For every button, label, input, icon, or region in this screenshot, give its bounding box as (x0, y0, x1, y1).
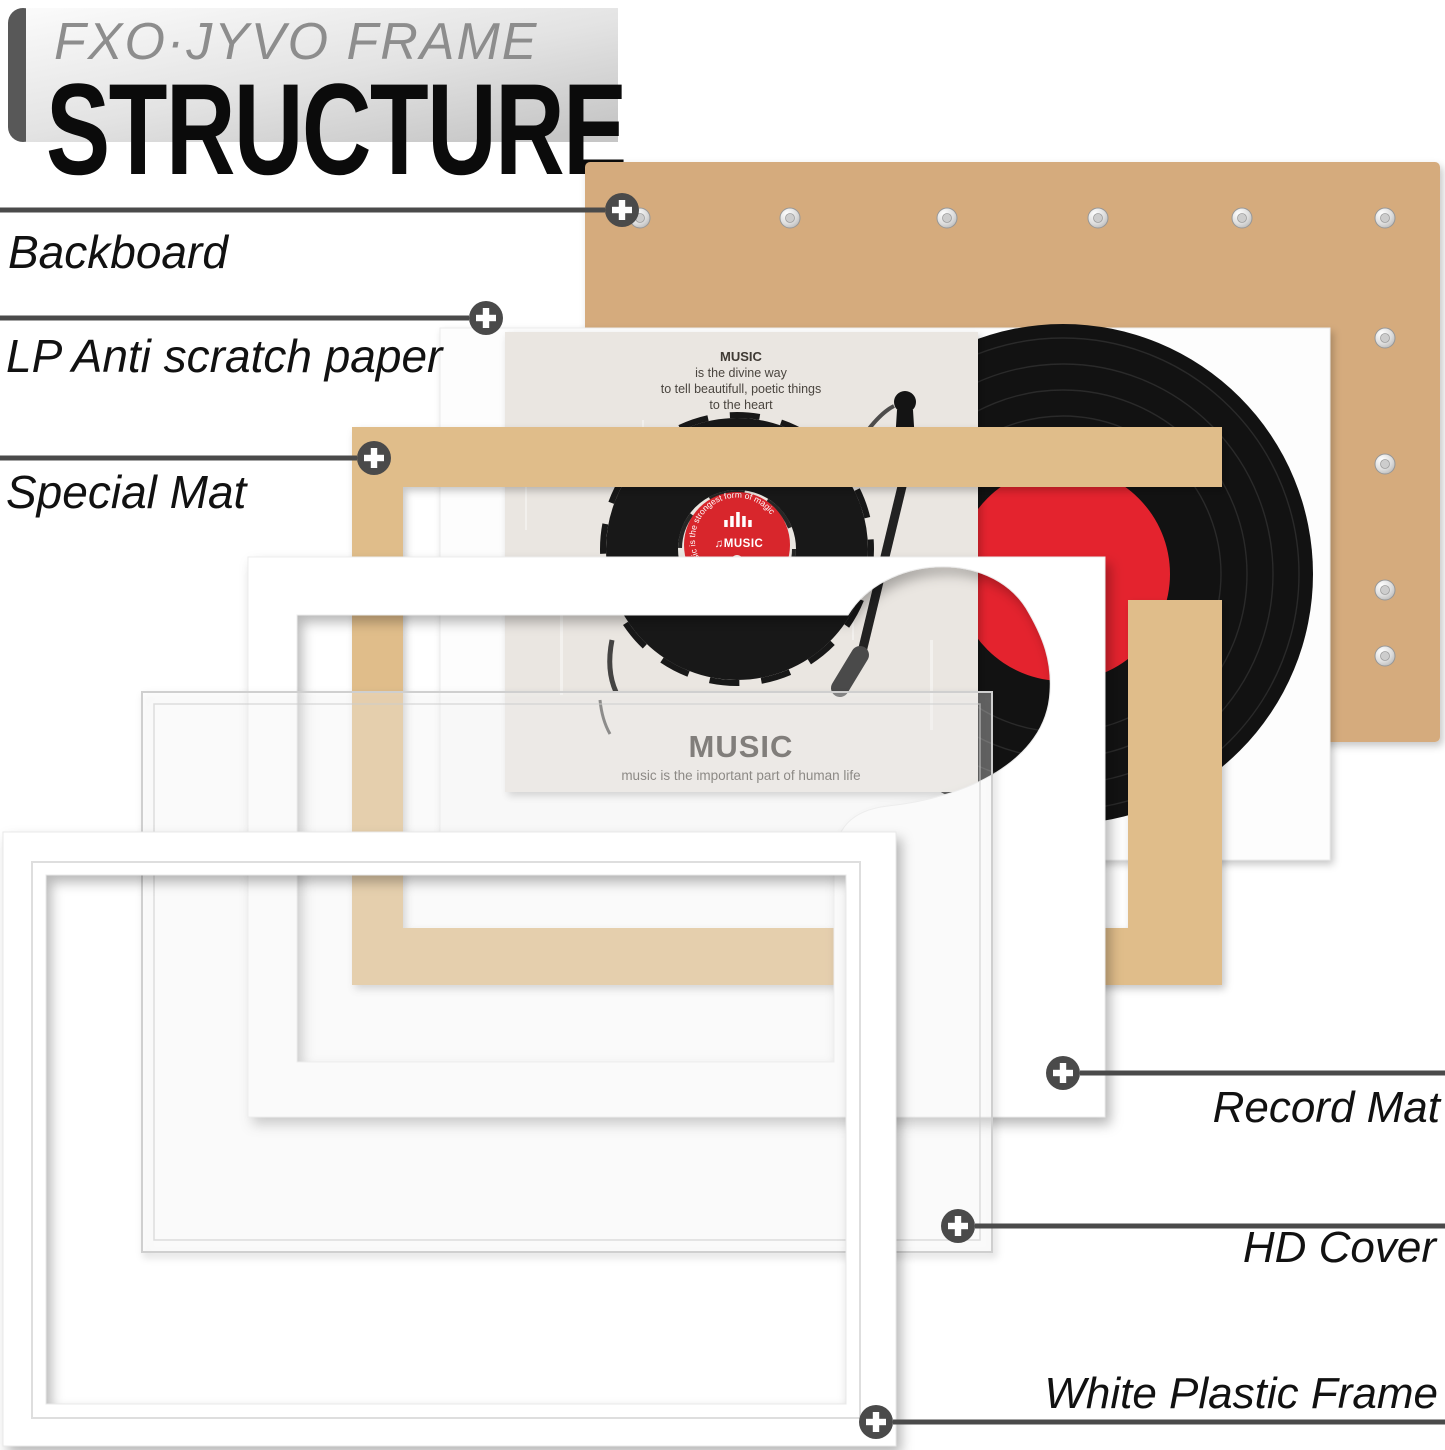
label-white-frame: White Plastic Frame (1044, 1369, 1438, 1418)
screw-icon (1374, 207, 1396, 229)
label-backboard: Backboard (8, 226, 229, 278)
callout-lines (0, 207, 1445, 1425)
album-quote-line-1: MUSIC (720, 349, 763, 364)
page-title: STRUCTURE (46, 57, 626, 203)
label-special-mat: Special Mat (6, 466, 249, 518)
special-mat-right (1128, 600, 1222, 985)
screw-icon (1374, 579, 1396, 601)
callout-labels: Backboard LP Anti scratch paper Special … (6, 226, 1442, 1418)
backboard-screws (629, 207, 1396, 667)
music-note-brand: ♫MUSIC (715, 538, 764, 550)
header-panel (26, 8, 618, 142)
plus-marker-icon (469, 301, 503, 335)
brand-title: FXO·JYVO FRAME (54, 13, 538, 71)
header: FXO·JYVO FRAME STRUCTURE (8, 8, 627, 203)
screw-icon (779, 207, 801, 229)
screw-icon (1374, 645, 1396, 667)
screw-icon (1231, 207, 1253, 229)
album-quote-line-2: is the divine way (695, 366, 787, 380)
plus-marker-icon (1046, 1056, 1080, 1090)
plus-marker-icon (605, 193, 639, 227)
special-mat-top (352, 427, 1222, 487)
plus-marker-icon (357, 441, 391, 475)
screw-icon (1374, 453, 1396, 475)
plus-marker-icon (859, 1405, 893, 1439)
album-quote-line-3: to tell beautifull, poetic things (661, 382, 822, 396)
screw-icon (1374, 327, 1396, 349)
album-quote-line-4: to the heart (709, 398, 773, 412)
screw-icon (936, 207, 958, 229)
white-frame-step (31, 861, 861, 1419)
label-record-mat: Record Mat (1213, 1083, 1442, 1132)
white-frame-layer (2, 831, 897, 1447)
label-lp-paper: LP Anti scratch paper (6, 330, 444, 382)
screw-icon (1087, 207, 1109, 229)
plus-marker-icon (941, 1209, 975, 1243)
equalizer-icon (724, 512, 752, 527)
plus-markers (357, 193, 1080, 1439)
label-hd-cover: HD Cover (1243, 1223, 1438, 1272)
